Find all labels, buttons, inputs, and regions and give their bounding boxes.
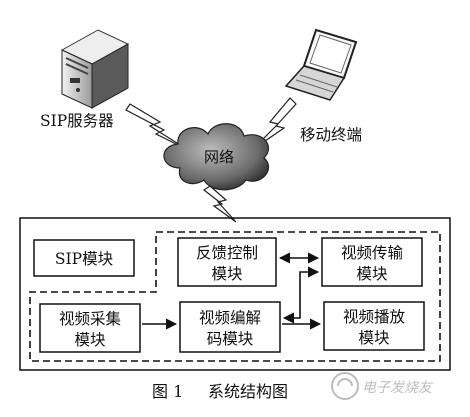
lightning-icon-network [202, 185, 237, 223]
video-playback-label-line2: 模块 [358, 329, 389, 347]
system-frame [19, 217, 451, 371]
video-transmission-label-line2: 模块 [356, 265, 387, 283]
network-label: 网络 [204, 148, 234, 166]
mobile-terminal-label: 移动终端 [300, 126, 362, 144]
lightning-icon-laptop [251, 97, 297, 151]
sip-module-label: SIP模块 [55, 250, 113, 268]
network-cloud-icon [163, 123, 270, 191]
server-icon [60, 29, 130, 109]
watermark-text: 电子发烧友 [362, 380, 434, 396]
video-capture-module-box: 视频采集 模块 [39, 303, 141, 353]
video-capture-label-line2: 模块 [74, 331, 105, 349]
feedback-control-label-line2: 模块 [211, 265, 242, 283]
arrow-codec-transmission [282, 266, 320, 324]
figure-number: 图 1 [152, 382, 183, 401]
video-codec-label-line1: 视频编解 [199, 309, 261, 327]
laptop-icon [284, 28, 358, 101]
video-transmission-label-line1: 视频传输 [341, 244, 404, 262]
figure-title: 系统结构图 [208, 382, 288, 401]
watermark-logo: 电子发烧友 [331, 372, 434, 400]
video-playback-label-line1: 视频播放 [343, 308, 406, 326]
video-module-group-outline [29, 231, 441, 362]
video-playback-module-box: 视频播放 模块 [323, 301, 425, 351]
sip-server-label: SIP服务器 [40, 112, 114, 130]
feedback-control-label-line1: 反馈控制 [196, 244, 258, 262]
video-codec-module-box: 视频编解 码模块 [179, 301, 281, 353]
video-transmission-module-box: 视频传输 模块 [321, 237, 423, 287]
lightning-icon-server [125, 103, 189, 151]
feedback-control-module-box: 反馈控制 模块 [177, 237, 277, 287]
sip-module-box: SIP模块 [33, 239, 135, 277]
video-codec-label-line2: 码模块 [207, 330, 254, 348]
video-capture-label-line1: 视频采集 [59, 310, 121, 328]
